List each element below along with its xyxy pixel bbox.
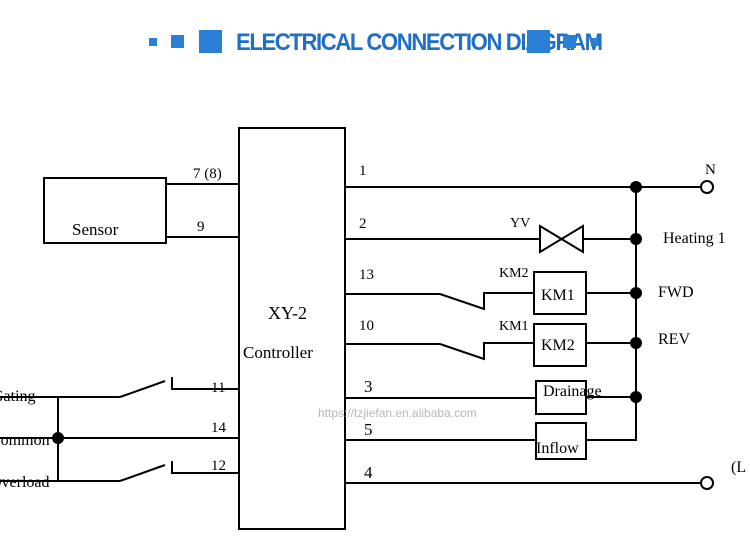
terminal-n (700, 180, 714, 194)
heating-label: Heating 1 (663, 230, 726, 247)
km2-coil-label: KM2 (541, 337, 575, 354)
controller-subtitle: Controller (243, 343, 313, 362)
km2-coil (533, 323, 587, 367)
overload-switch (119, 464, 166, 482)
line-label: (L (731, 459, 746, 476)
header-dot-large-left (199, 30, 222, 53)
sensor-pin-b: 9 (197, 219, 205, 235)
km1-interlock-contact (439, 342, 534, 361)
pin-13-label: 13 (359, 267, 374, 283)
gating-wire-in (171, 377, 239, 390)
km1-coil (533, 271, 587, 315)
pin-11-label: 11 (211, 380, 225, 396)
watermark: https://tzjiefan.en.alibaba.com (318, 406, 477, 420)
junction-2 (630, 233, 642, 245)
rev-label: REV (658, 331, 690, 348)
controller-name: XY-2 (268, 303, 307, 323)
header-dot-medium-left (171, 35, 184, 48)
gating-label: Gating (0, 388, 36, 405)
km1-interlock-label: KM2 (499, 266, 529, 281)
sensor-pin-a: 7 (8) (193, 166, 222, 182)
drainage-label: Drainage (543, 383, 602, 400)
pin-12-label: 12 (211, 458, 226, 474)
overload-wire-in (171, 461, 239, 474)
gating-switch (119, 380, 166, 398)
wire-inflow-out (586, 187, 637, 441)
header-dot-medium-right (563, 35, 576, 48)
km2-interlock-label: KM1 (499, 319, 529, 334)
fwd-label: FWD (658, 284, 694, 301)
section-header: ELECTRICAL CONNECTION DIAGRAM (0, 26, 750, 60)
neutral-label: N (705, 162, 716, 178)
common-label: Common (0, 432, 50, 449)
junction-3 (630, 287, 642, 299)
inflow-label: Inflow (536, 440, 579, 457)
drainage-box (535, 380, 587, 415)
header-dot-large-right (527, 30, 550, 53)
inflow-box (535, 422, 587, 460)
pin-2-label: 2 (359, 216, 367, 232)
junction-1 (630, 181, 642, 193)
pin-3-label: 3 (364, 377, 373, 396)
sensor-box (43, 177, 167, 244)
pin-14-label: 14 (211, 420, 227, 436)
header-dot-small-left (149, 38, 157, 46)
header-dot-small-right (591, 38, 599, 46)
pin-1-label: 1 (359, 163, 367, 179)
junction-4 (630, 337, 642, 349)
valve-yv (539, 224, 584, 254)
valve-label: YV (510, 216, 530, 231)
terminal-l (700, 476, 714, 490)
pin-10-label: 10 (359, 318, 374, 334)
junction-5 (630, 391, 642, 403)
km1-coil-label: KM1 (541, 287, 575, 304)
controller-box (238, 127, 346, 530)
overload-label: Overload (0, 474, 50, 491)
sensor-label: Sensor (72, 220, 119, 239)
pin-4-label: 4 (364, 463, 373, 482)
pin-5-label: 5 (364, 420, 373, 439)
km2-interlock-contact (439, 292, 534, 311)
junction-common (52, 432, 64, 444)
